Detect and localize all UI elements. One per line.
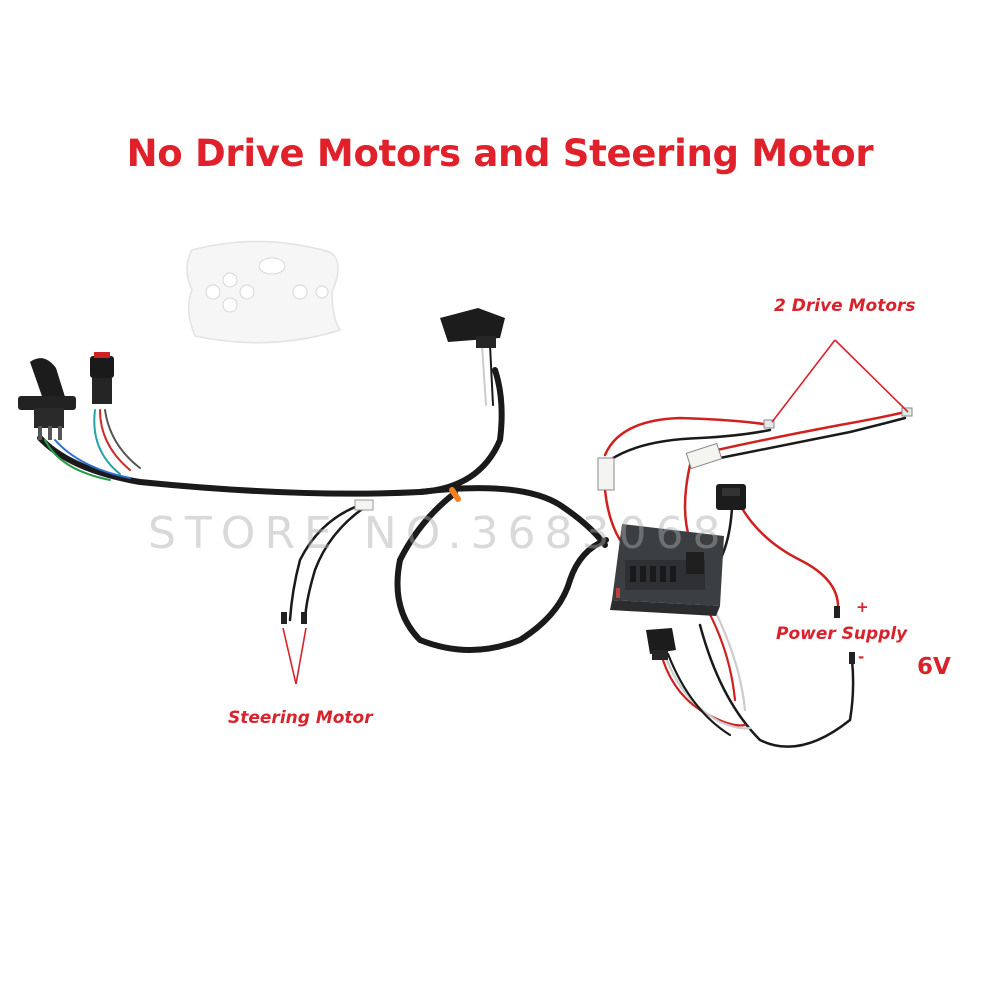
steering-lead-left [281,612,287,624]
steering-motor-label: Steering Motor [228,708,373,728]
annotation-arrows [282,339,909,685]
steering-lead-right [301,612,307,624]
power-supply-label: Power Supply [776,624,908,644]
rocker-switch-icon [440,308,505,348]
drive-motors-label: 2 Drive Motors [774,296,916,316]
drive-motor-wires [603,410,907,748]
minus-sign: - [858,648,865,666]
push-button-icon [90,352,114,404]
watermark: STORE NO.3683068 [148,508,730,559]
control-box-icon [610,524,724,616]
voltage-label: 6V [917,654,951,680]
small-switch-icon [716,484,746,510]
motor-lead-a [763,419,775,429]
power-lead-minus [849,652,855,664]
plus-sign: + [856,598,869,616]
remote-control-icon [186,240,342,344]
drive-connector-left [597,457,615,491]
diagram-title: No Drive Motors and Steering Motor [126,132,874,175]
main-harness [37,344,609,653]
gear-shifter-icon [18,358,76,440]
pedal-switch-icon [646,628,676,660]
power-lead-plus [834,606,840,618]
harness-connector [354,499,374,511]
drive-connector-right [685,442,723,470]
